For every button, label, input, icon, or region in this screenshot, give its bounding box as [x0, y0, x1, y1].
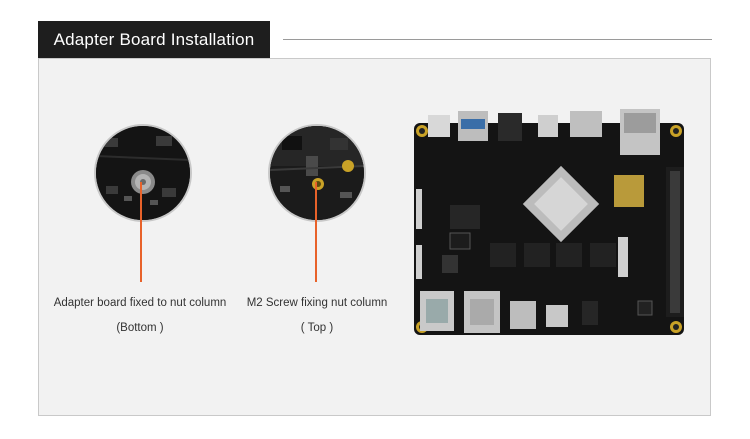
leader-line-bottom — [140, 182, 142, 282]
caption-bottom-line2: (Bottom ) — [116, 322, 164, 334]
section-header: Adapter Board Installation — [38, 21, 270, 58]
board-photo — [406, 105, 692, 348]
caption-bottom-line1: Adapter board fixed to nut column — [53, 297, 227, 309]
caption-top-line1: M2 Screw fixing nut column — [246, 297, 388, 309]
zoom-detail-bottom — [94, 124, 192, 222]
header-divider — [283, 39, 712, 40]
leader-line-top — [315, 182, 317, 282]
caption-top-line2: ( Top ) — [300, 322, 334, 334]
zoom-detail-top — [268, 124, 366, 222]
section-title: Adapter Board Installation — [53, 30, 255, 49]
